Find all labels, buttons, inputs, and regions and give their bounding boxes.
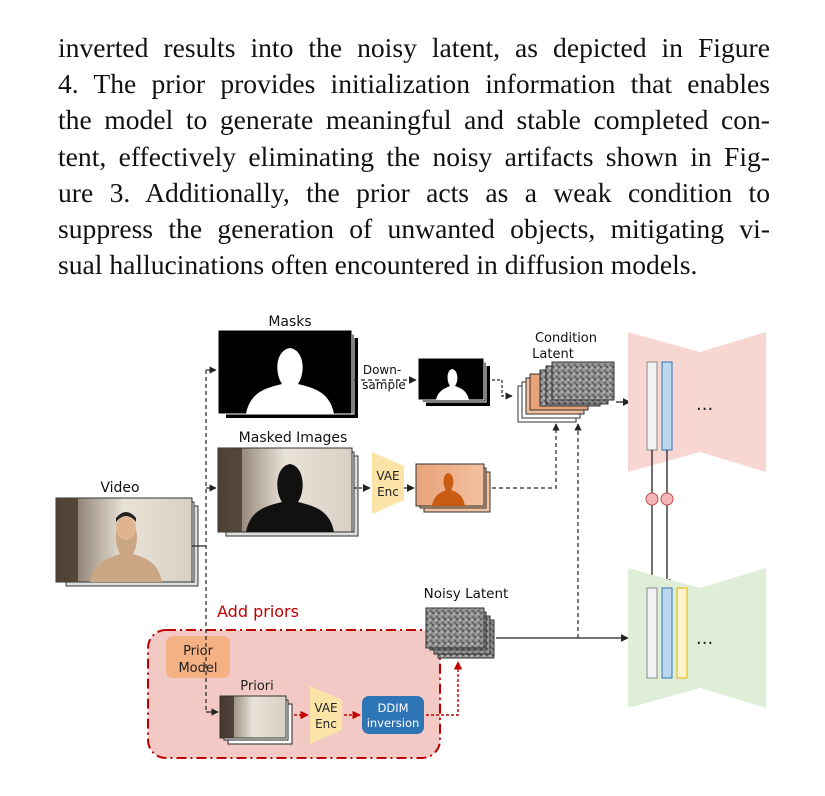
ddim-label-2: inversion (367, 716, 420, 730)
unet-bottom-ellipsis: ... (696, 628, 713, 649)
condition-latent-stack (517, 361, 615, 423)
priori-label: Priori (240, 679, 273, 694)
prior-model-box (166, 636, 230, 678)
paragraph-line: tent, effectively eliminating the noisy … (58, 140, 770, 172)
unet-bottom-bar-gray (646, 587, 658, 679)
unet-top-ellipsis: ... (696, 394, 713, 415)
connector-node-right (660, 492, 674, 506)
noisy-latent-stack (425, 607, 495, 659)
video-person (90, 518, 162, 582)
noisy-latent-label: Noisy Latent (424, 586, 509, 602)
mask-silhouette (246, 348, 334, 414)
body-paragraph: inverted results into the noisy latent, … (58, 30, 770, 283)
masked-images-label: Masked Images (239, 430, 348, 446)
priori-image-stack (219, 695, 293, 745)
ddim-inversion-box (362, 696, 424, 734)
connector-node-left (645, 492, 659, 506)
masked-images-stack (217, 447, 359, 537)
paragraph-line: inverted results into the noisy latent, … (58, 32, 770, 63)
pipeline-figure: Add priors Prior Model Priori VAE Enc DD… (55, 314, 766, 759)
ddim-to-noisy-arrow (426, 661, 463, 716)
vae-top-label-2: Enc (377, 485, 399, 499)
paragraph-line: sual hallucinations often encountered in… (58, 249, 698, 281)
masked-latent-to-condition-arrow (492, 423, 560, 489)
denoising-unet-bottom: ... (628, 568, 766, 708)
unet-top-bar-blue (661, 361, 673, 451)
paragraph-line: suppress the generation of unwanted obje… (58, 213, 770, 245)
masked-latent-stack (415, 463, 491, 513)
video-label: Video (100, 480, 139, 496)
condition-unet-top: ... (628, 332, 766, 472)
vae-top-label-1: VAE (376, 469, 399, 483)
masks-label: Masks (268, 314, 311, 330)
vae-enc-top (372, 452, 404, 514)
prior-model-label-2: Model (178, 661, 217, 676)
small-mask-stack (417, 357, 490, 406)
paragraph-line: the model to generate meaningful and sta… (58, 104, 770, 136)
paragraph-line: 4. The prior provides initialization inf… (58, 68, 770, 100)
unet-bottom-bar-yellow (676, 587, 688, 679)
masked-silhouette (246, 464, 334, 532)
prior-model-label-1: Prior (183, 644, 214, 659)
unet-top-bar-gray (646, 361, 658, 451)
condition-label-2: Latent (532, 347, 574, 362)
add-priors-label: Add priors (217, 602, 299, 621)
vae-bottom-label-1: VAE (314, 701, 337, 715)
ddim-label-1: DDIM (377, 701, 408, 715)
masks-stack (217, 329, 358, 418)
vae-enc-bottom (310, 686, 342, 744)
mask-to-condition-arrow (492, 379, 513, 400)
video-stack (55, 497, 199, 587)
paragraph-line: ure 3. Additionally, the prior acts as a… (58, 176, 770, 208)
condition-label-1: Condition (535, 331, 597, 346)
unet-bottom-bar-blue (661, 587, 673, 679)
downsample-label-2: sample (362, 378, 406, 392)
vae-bottom-label-2: Enc (315, 717, 337, 731)
downsample-label-1: Down- (363, 363, 401, 377)
add-priors-region: Add priors Prior Model Priori VAE Enc DD… (147, 602, 463, 759)
